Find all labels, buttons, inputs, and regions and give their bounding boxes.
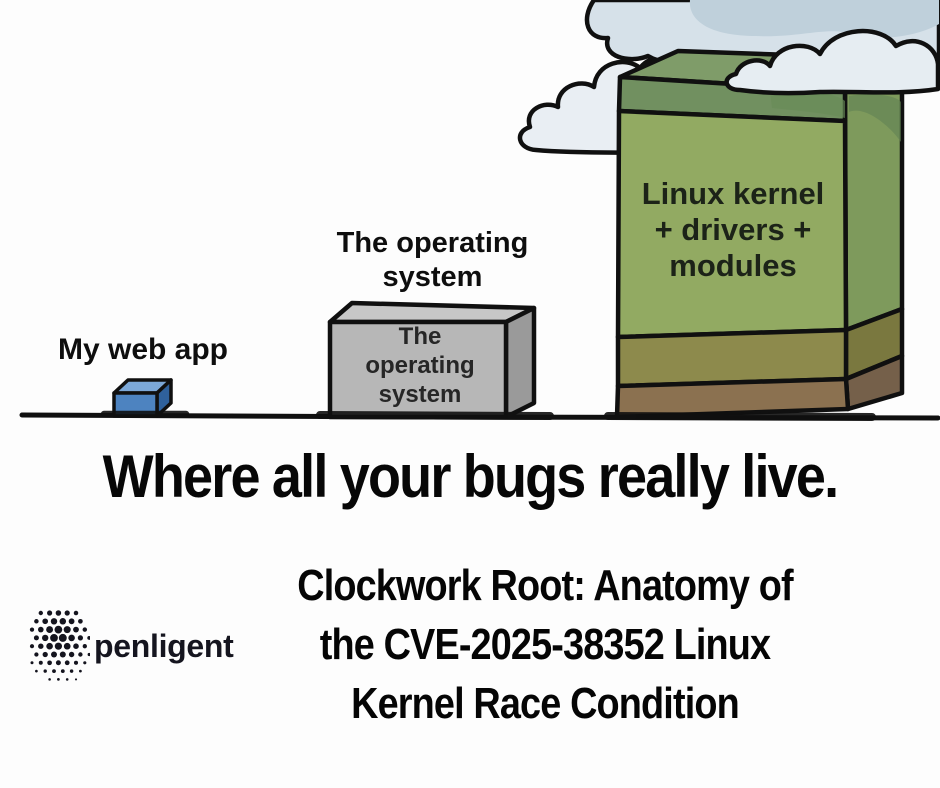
os-label-on-box: The operating system [365, 323, 475, 408]
operating-system-box [327, 300, 537, 420]
cloud-right-icon [724, 28, 940, 96]
cartoon-illustration [19, 0, 940, 421]
os-label-above: The operating system [336, 227, 529, 293]
ground-shadows [100, 410, 876, 421]
linux-kernel-box [614, 48, 909, 420]
logo-wordmark: penligent [94, 628, 234, 664]
article-title: Clockwork Root: Anatomy of the CVE-2025-… [297, 561, 793, 728]
penligent-dots-logo-icon [29, 610, 90, 681]
meme-caption: Where all your bugs really live. [102, 443, 839, 510]
web-app-cube [112, 378, 173, 418]
web-app-label: My web app [57, 333, 229, 366]
kernel-box-label: Linux kernel + drivers + modules [641, 176, 825, 283]
